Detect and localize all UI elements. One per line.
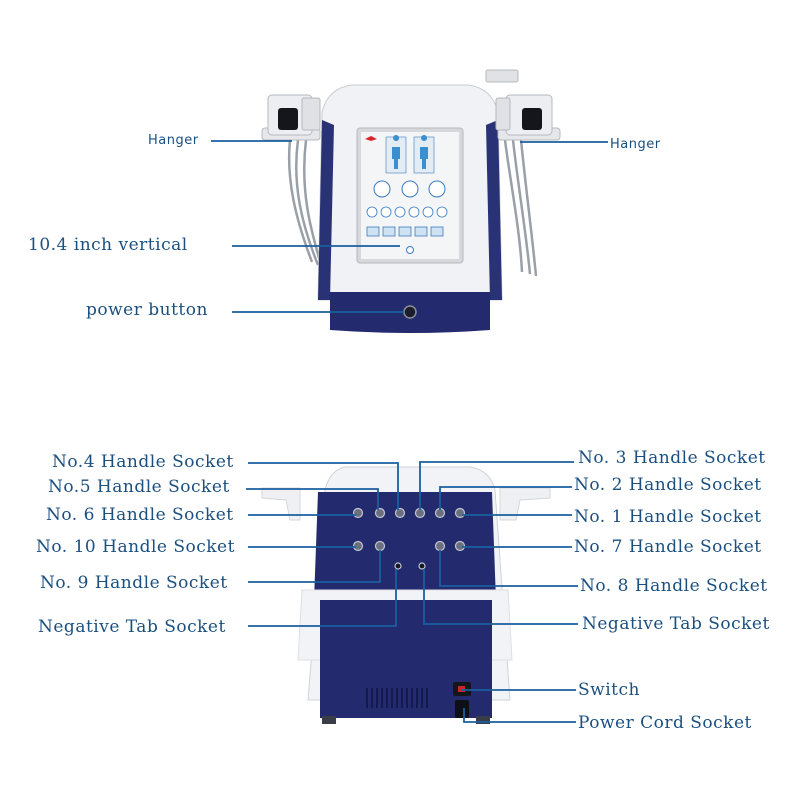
socket-no9-label: No. 9 Handle Socket xyxy=(40,573,228,593)
power-inlet-component xyxy=(455,700,469,718)
socket-no2-label: No. 2 Handle Socket xyxy=(574,475,762,495)
touch-screen xyxy=(356,127,464,264)
right-handpiece xyxy=(485,69,561,141)
socket-no10-label: No. 10 Handle Socket xyxy=(36,537,235,557)
socket-no7-label: No. 7 Handle Socket xyxy=(574,537,762,557)
socket-no3-label: No. 3 Handle Socket xyxy=(578,448,766,468)
back-leader-lines-right xyxy=(419,461,578,723)
hanger-left-label: Hanger xyxy=(148,133,199,148)
hanger-right-label: Hanger xyxy=(610,137,661,152)
socket-no4-label: No.4 Handle Socket xyxy=(52,452,234,472)
front-leader-lines xyxy=(211,140,608,313)
power-button-label: power button xyxy=(86,300,208,320)
socket-no5-label: No.5 Handle Socket xyxy=(48,477,230,497)
negative-tab-right-label: Negative Tab Socket xyxy=(582,614,770,634)
socket-no8-label: No. 8 Handle Socket xyxy=(580,576,768,596)
socket-no6-label: No. 6 Handle Socket xyxy=(46,505,234,525)
power-button-knob xyxy=(403,305,417,319)
power-cord-socket-label: Power Cord Socket xyxy=(578,713,752,733)
left-handpiece-cables xyxy=(287,139,324,269)
right-handpiece-cables xyxy=(503,139,538,277)
negative-tab-left-label: Negative Tab Socket xyxy=(38,617,226,637)
socket-no1-label: No. 1 Handle Socket xyxy=(574,507,762,527)
screen-size-label: 10.4 inch vertical xyxy=(28,235,188,255)
left-handpiece xyxy=(261,94,321,141)
switch-label: Switch xyxy=(578,680,640,700)
back-leader-lines-left xyxy=(246,462,399,627)
back-device-body xyxy=(261,466,551,724)
